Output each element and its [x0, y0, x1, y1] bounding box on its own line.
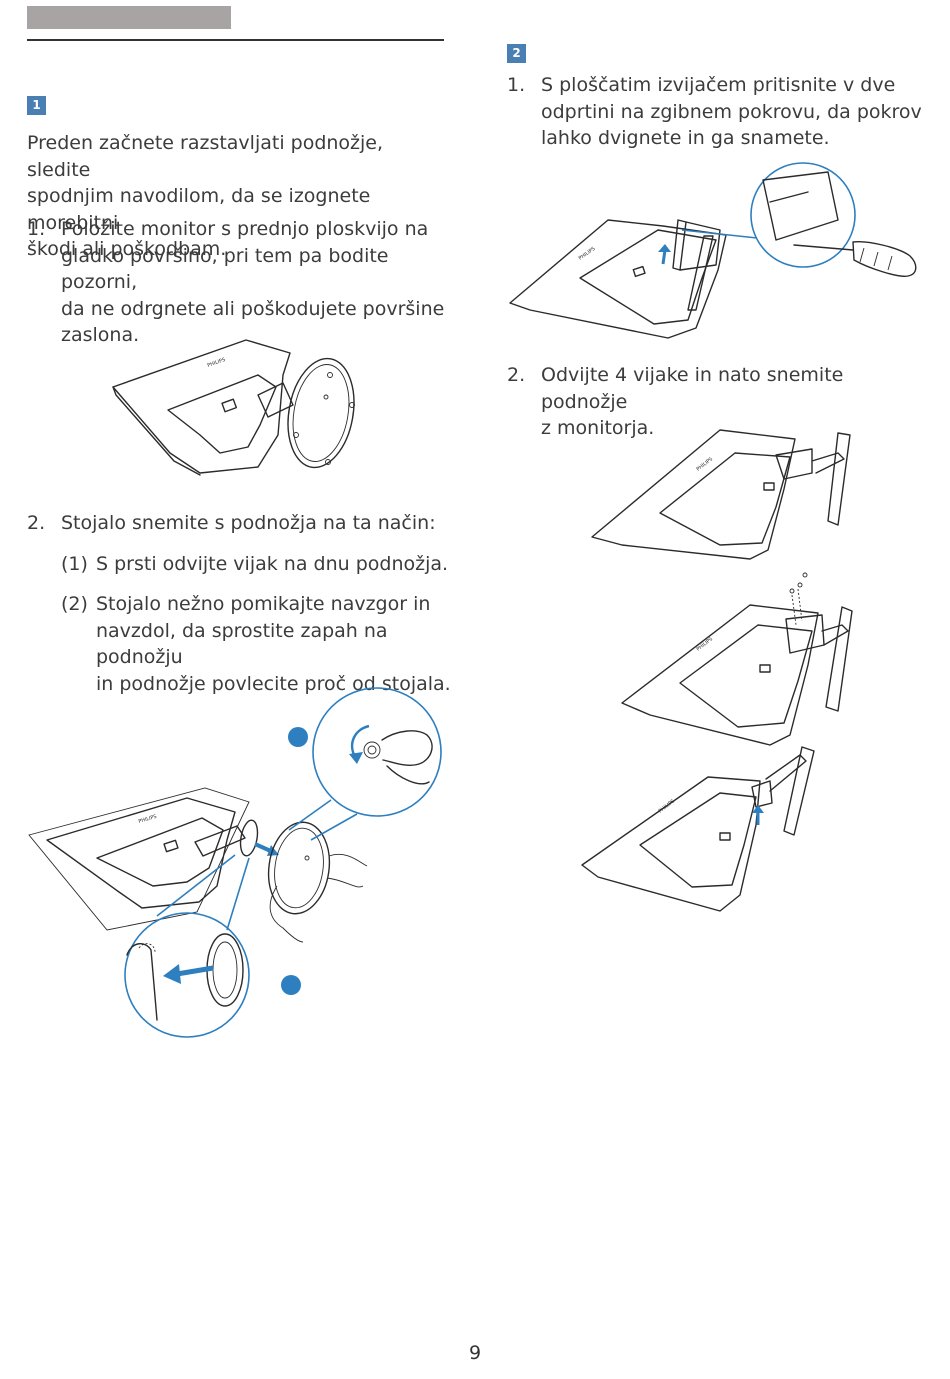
step-marker-1	[288, 727, 308, 747]
left-item-2: 2. Stojalo snemite s podnožja na ta nači…	[27, 510, 447, 537]
item-line: Položite monitor s prednjo ploskvijo na	[61, 218, 429, 240]
sub-line: navzdol, da sprostite zapah na podnožju	[96, 619, 388, 669]
item-number: 2.	[507, 364, 526, 386]
item-number: 1.	[27, 218, 46, 240]
remove-screws-sequence-illustration: PHILIPS PHILIPS PHILIPS	[581, 429, 853, 912]
right-item-2: 2. Odvijte 4 vijake in nato snemite podn…	[507, 362, 927, 442]
remove-base-illustration: PHILIPS	[28, 687, 442, 1038]
header-band	[27, 6, 231, 29]
item-number: 1.	[507, 74, 526, 96]
monitor-with-base-illustration: PHILIPS	[112, 339, 355, 476]
brand-logo: PHILIPS	[658, 798, 676, 814]
monitor-step-b: PHILIPS	[621, 572, 853, 746]
screwdriver-illustration: PHILIPS	[509, 162, 917, 339]
header-rule	[27, 39, 444, 41]
brand-logo: PHILIPS	[696, 456, 714, 472]
intro-line: spodnjim navodilom, da se izognete moreb…	[27, 185, 371, 234]
sub-number: (2)	[61, 593, 88, 615]
item-number: 2.	[27, 512, 46, 534]
item-line: odprtini na zgibnem pokrovu, da pokrov	[541, 100, 922, 123]
right-item-1: 1. S ploščatim izvijačem pritisnite v dv…	[507, 72, 927, 152]
intro-text: Preden začnete razstavljati podnožje, sl…	[27, 130, 447, 263]
item-line: gladko površino, pri tem pa bodite pozor…	[61, 244, 389, 294]
item-line: S ploščatim izvijačem pritisnite v dve	[541, 74, 896, 96]
item-line: zaslona.	[61, 324, 140, 346]
intro-line: škodi ali poškodbam.	[27, 238, 227, 260]
item-line: Odvijte 4 vijake in nato snemite podnožj…	[541, 364, 844, 413]
item-line: lahko dvignete in ga snamete.	[541, 127, 830, 149]
sub-line: Stojalo nežno pomikajte navzgor in	[96, 593, 431, 615]
step-badge-2: 2	[507, 44, 526, 63]
item-line: da ne odrgnete ali poškodujete površine	[61, 297, 445, 320]
left-sub-2: (2) Stojalo nežno pomikajte navzgor in n…	[61, 591, 451, 697]
brand-logo: PHILIPS	[138, 814, 158, 825]
page-number: 9	[468, 1342, 482, 1364]
step-marker-2	[281, 975, 301, 995]
intro-line: Preden začnete razstavljati podnožje, sl…	[27, 132, 384, 181]
item-line: z monitorja.	[541, 417, 655, 439]
sub-line: S prsti odvijte vijak na dnu podnožja.	[96, 553, 449, 575]
step-badge-1: 1	[27, 96, 46, 115]
monitor-step-a: PHILIPS	[591, 429, 851, 560]
brand-logo: PHILIPS	[207, 357, 227, 369]
sub-number: (1)	[61, 553, 88, 575]
brand-logo: PHILIPS	[578, 246, 597, 262]
left-item-1: 1. Položite monitor s prednjo ploskvijo …	[27, 216, 447, 349]
left-sub-1: (1) S prsti odvijte vijak na dnu podnožj…	[61, 551, 451, 578]
item-line: Stojalo snemite s podnožja na ta način:	[61, 512, 436, 534]
monitor-step-c: PHILIPS	[581, 746, 815, 912]
